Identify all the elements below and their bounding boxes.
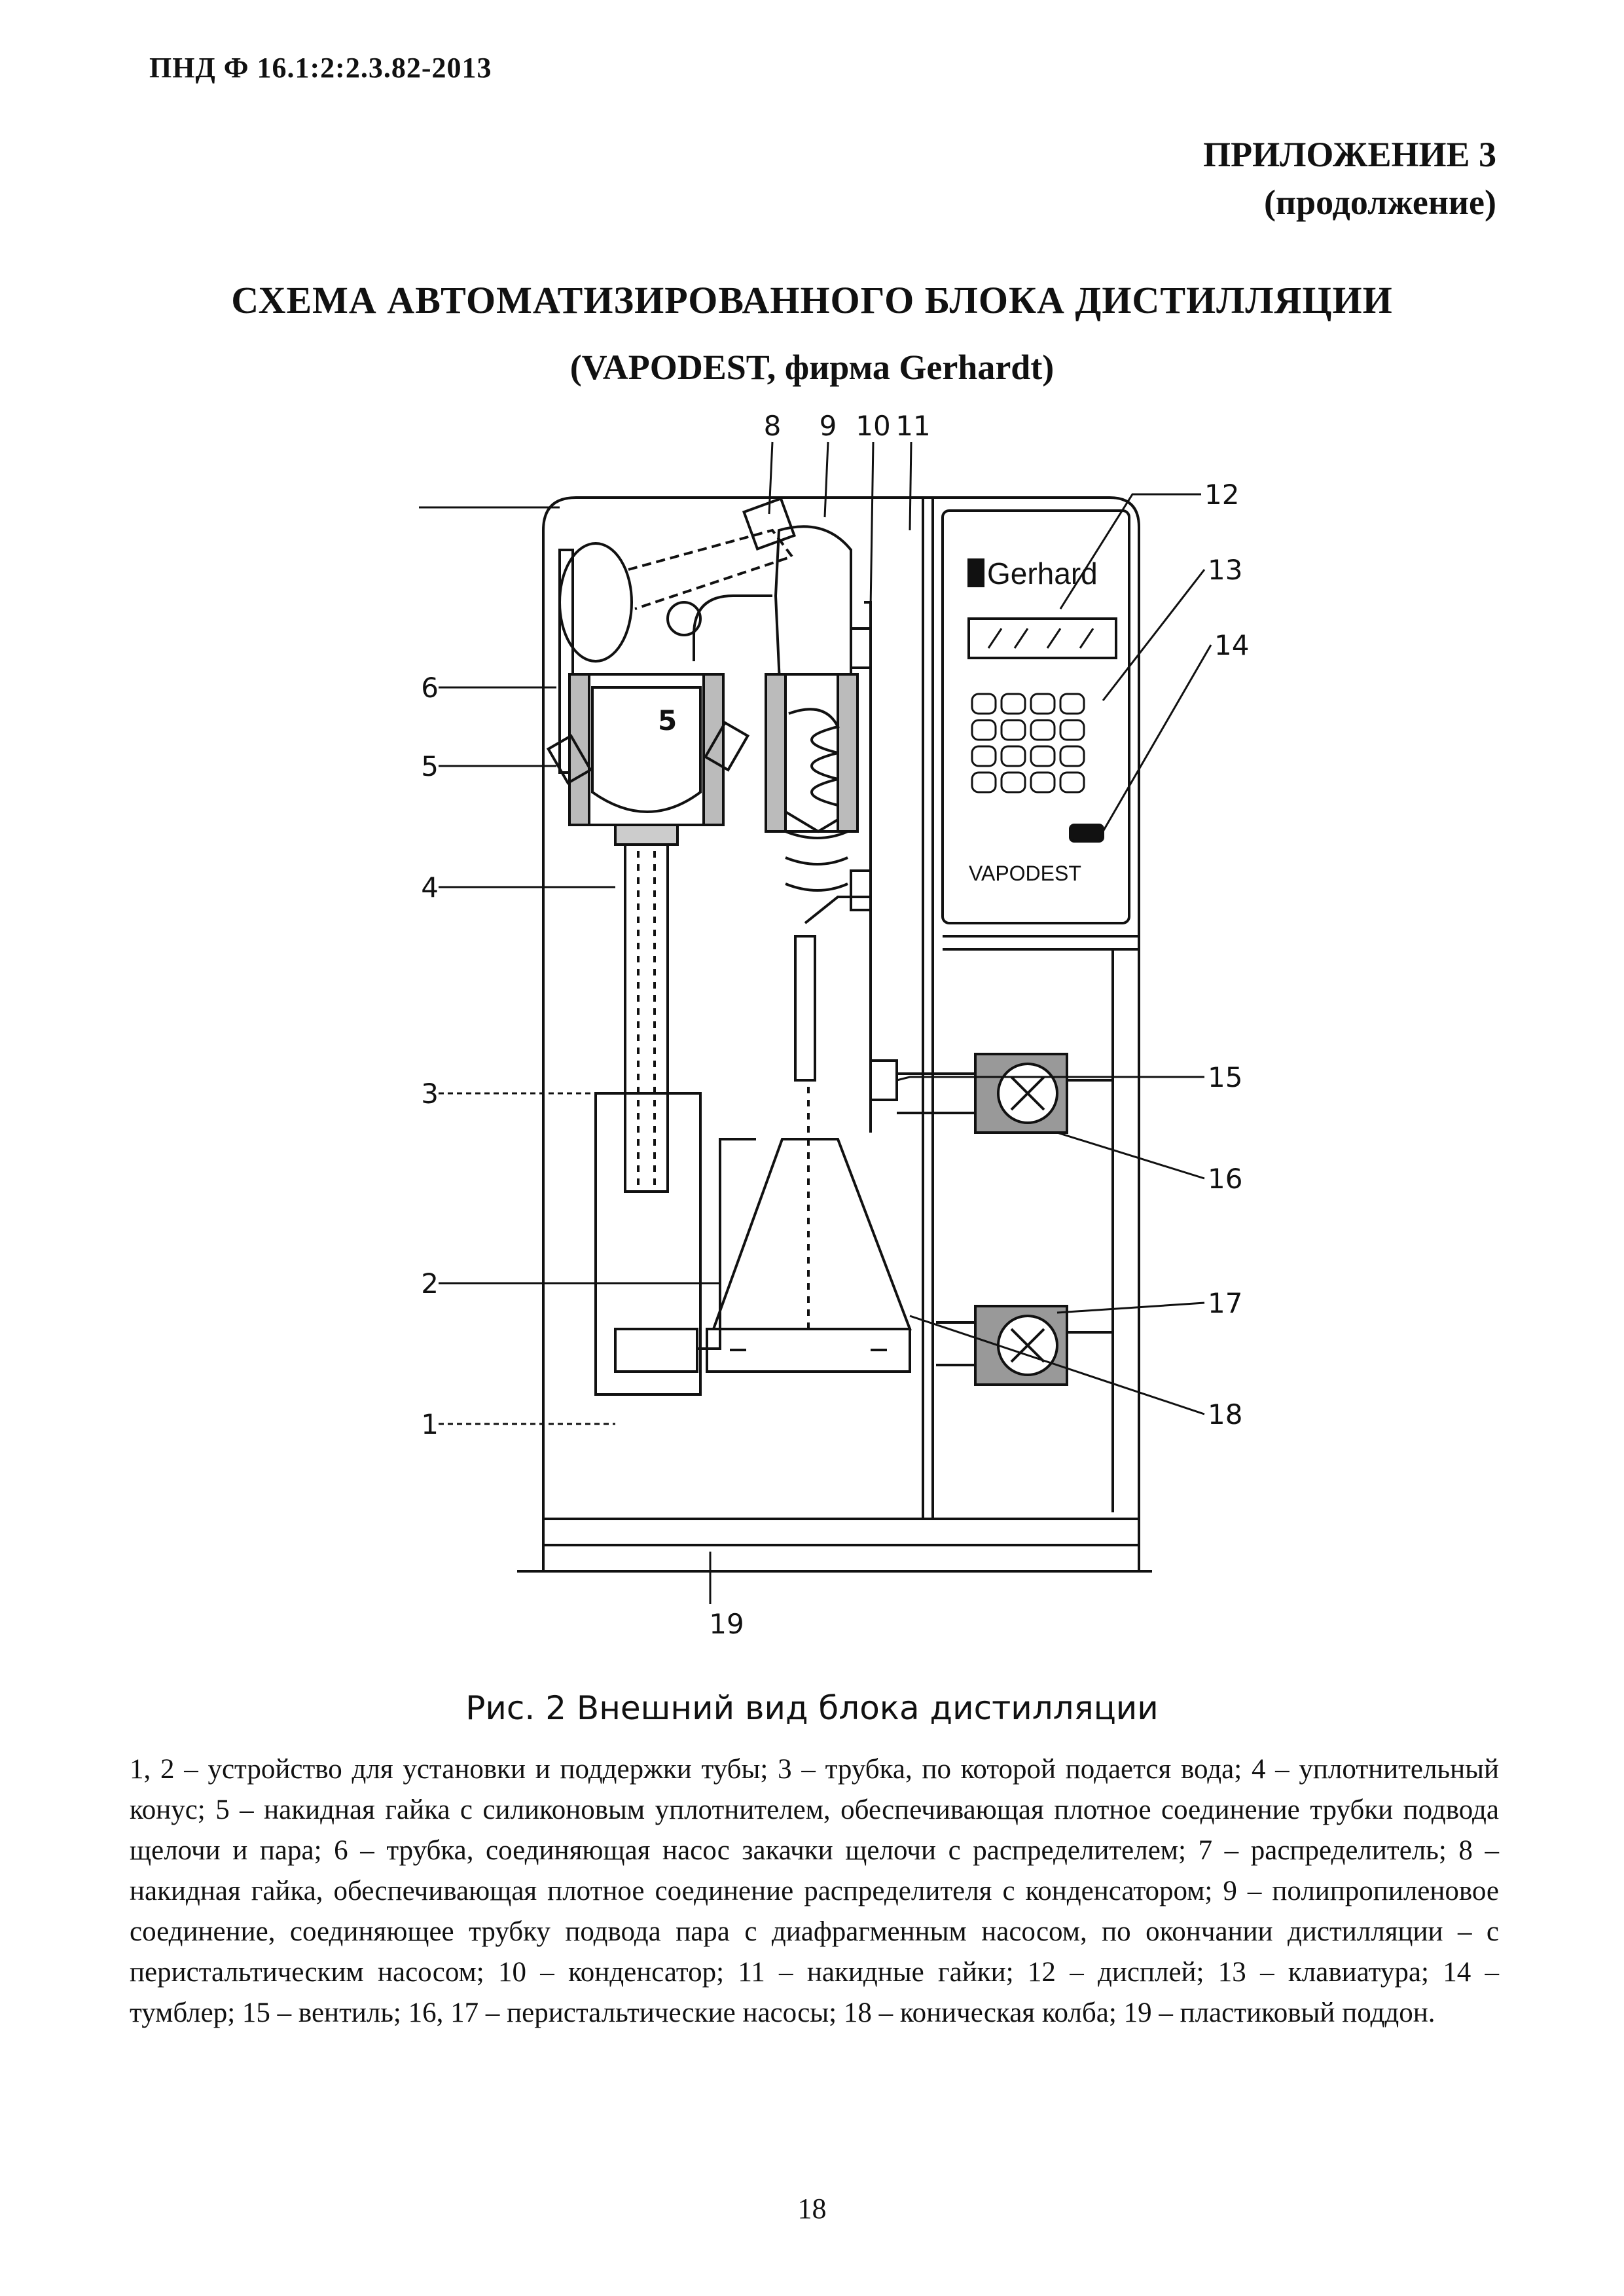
tube-holder [594, 1092, 702, 1396]
brand-label: Gerhard [987, 556, 1098, 591]
union-nut-5-right [703, 721, 750, 772]
figure-title: СХЕМА АВТОМАТИЗИРОВАННОГО БЛОКА ДИСТИЛЛЯ… [231, 279, 1393, 321]
plastic-tray [542, 1518, 1140, 1546]
callout-9: 9 [820, 410, 837, 442]
callout-13: 13 [1208, 554, 1242, 586]
page-number: 18 [797, 2193, 827, 2225]
union-nut-5-left [546, 734, 593, 785]
callout-10: 10 [856, 410, 890, 442]
figure-subtitle: (VAPODEST, фирма Gerhardt) [569, 348, 1055, 387]
appendix-heading: ПРИЛОЖЕНИЕ 3 (продолжение) [1203, 131, 1496, 227]
callout-3: 3 [421, 1078, 439, 1110]
distributor-bulb [558, 542, 633, 663]
callout-15: 15 [1208, 1061, 1242, 1093]
display [967, 617, 1117, 659]
callout-5: 5 [421, 750, 439, 782]
brand-mark [967, 558, 984, 587]
callout-5-inner: 5 [658, 704, 677, 737]
callout-1: 1 [421, 1408, 439, 1440]
union-nut-11-bottom [850, 869, 872, 911]
callout-18: 18 [1208, 1398, 1242, 1430]
conical-flask [712, 1138, 912, 1330]
steam-link-9 [693, 594, 772, 661]
keypad [971, 693, 1085, 793]
figure-caption: Рис. 2 Внешний вид блока дистилляции [465, 1689, 1159, 1727]
callout-16: 16 [1208, 1163, 1242, 1195]
figure-legend: 1, 2 – устройство для установки и поддер… [130, 1754, 1499, 2028]
callout-6: 6 [421, 672, 439, 704]
callout-11: 11 [895, 410, 930, 442]
water-tube [624, 843, 669, 1193]
control-panel [941, 509, 1130, 924]
valve [869, 1059, 898, 1101]
callout-19: 19 [709, 1608, 744, 1640]
flask-stand [706, 1328, 911, 1373]
tube-support-base [614, 1328, 698, 1373]
appendix-label: ПРИЛОЖЕНИЕ 3 [1203, 135, 1496, 174]
callout-12: 12 [1204, 479, 1239, 511]
callout-17: 17 [1208, 1287, 1242, 1319]
appendix-continuation: (продолжение) [1263, 182, 1496, 222]
toggle-switch [1069, 824, 1104, 843]
condenser [774, 525, 852, 833]
union-nut-11-top [850, 627, 872, 669]
callout-14: 14 [1214, 629, 1249, 661]
distillation-unit-diagram: Gerhard VAPODEST [419, 399, 1309, 1663]
callout-4: 4 [421, 871, 439, 903]
model-label: VAPODEST [969, 862, 1081, 885]
callout-8: 8 [764, 410, 782, 442]
union-nut-8 [742, 496, 797, 551]
sealing-cone [614, 824, 679, 846]
housing-outline [542, 496, 1140, 1571]
document-code: ПНД Ф 16.1:2:2.3.82-2013 [149, 52, 492, 84]
callout-2: 2 [421, 1267, 439, 1300]
